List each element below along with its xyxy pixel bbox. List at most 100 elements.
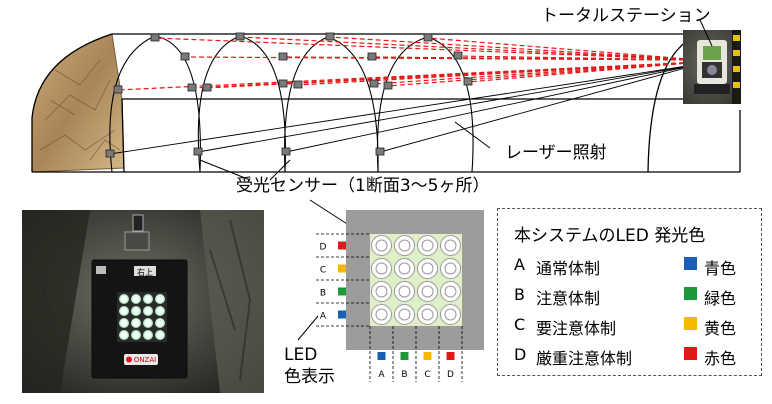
row-color-indicator — [338, 242, 346, 250]
panel-led — [441, 282, 461, 302]
legend-swatch-yellow — [684, 317, 697, 330]
sensor — [368, 53, 376, 60]
column-letter: C — [424, 370, 430, 380]
legend-color-name: 緑色 — [704, 285, 736, 309]
sensor — [384, 82, 392, 89]
legend-status: B — [514, 285, 525, 304]
device-tag-text: 右上 — [137, 267, 153, 277]
device-led — [131, 330, 141, 340]
sensor — [106, 150, 114, 157]
legend-status-text: 要注意体制 — [536, 315, 616, 339]
device-led — [119, 318, 129, 328]
device-led — [155, 306, 165, 316]
led-display-label-line1: LED — [284, 347, 317, 364]
device-led — [143, 306, 153, 316]
column-color-indicator — [447, 352, 455, 360]
sensor — [326, 33, 334, 40]
device-led — [143, 294, 153, 304]
column-letter: B — [401, 370, 407, 380]
sensor — [282, 148, 290, 155]
legend-color-name: 青色 — [704, 255, 736, 279]
tunnel — [32, 20, 741, 240]
legend-status-text: 厳重注意体制 — [536, 345, 632, 369]
panel-led — [441, 305, 461, 325]
led-panel-diagram: D C B A A B C D — [298, 210, 484, 382]
device-led — [131, 318, 141, 328]
device-led — [119, 306, 129, 316]
legend-status: D — [514, 345, 526, 364]
legend-swatch-green — [684, 287, 697, 300]
sensor — [294, 81, 302, 88]
row-color-indicator — [338, 311, 346, 319]
sensor — [279, 53, 287, 60]
sensor — [236, 33, 244, 40]
row-letter: B — [320, 289, 326, 299]
sensor — [376, 148, 384, 155]
panel-led — [418, 282, 438, 302]
sensor — [370, 80, 378, 87]
led-color-legend: 本システムのLED 発光色 A 通常体制 青色 B 注意体制 緑色 C 要注意体… — [497, 208, 762, 376]
panel-led — [372, 259, 392, 279]
device-led — [119, 330, 129, 340]
total-station-label: トータルステーション — [541, 8, 711, 25]
device-led — [155, 330, 165, 340]
sensor — [114, 86, 122, 93]
device-led — [131, 294, 141, 304]
panel-led — [395, 259, 415, 279]
sensor — [454, 52, 462, 59]
column-color-indicator — [401, 352, 409, 360]
sensor — [464, 78, 472, 85]
column-letter: A — [378, 370, 385, 380]
legend-row-d: D 厳重注意体制 赤色 — [514, 343, 754, 365]
legend-color-name: 赤色 — [704, 345, 736, 369]
legend-row-a: A 通常体制 青色 — [514, 253, 754, 275]
legend-status: C — [514, 315, 525, 334]
legend-title: 本システムのLED 発光色 — [514, 221, 705, 246]
device-led — [143, 330, 153, 340]
sensor — [181, 53, 189, 60]
legend-swatch-red — [684, 347, 697, 360]
device-led — [119, 294, 129, 304]
sensor — [279, 80, 287, 87]
device-led — [155, 318, 165, 328]
sensor — [188, 84, 196, 91]
legend-status-text: 注意体制 — [536, 285, 600, 309]
panel-led — [395, 236, 415, 256]
led-display-label-line2: 色表示 — [284, 369, 335, 386]
sensor — [203, 84, 211, 91]
cross-section-2 — [198, 36, 285, 172]
sensor-label: 受光センサー（1断面3〜5ヶ所） — [236, 178, 489, 195]
device-brand-text: ONZAI — [134, 356, 156, 364]
device-led — [143, 318, 153, 328]
sensor — [424, 34, 432, 41]
row-letter: A — [320, 312, 327, 322]
row-letter: C — [320, 266, 326, 276]
row-letter: D — [320, 243, 327, 253]
total-station-photo — [683, 30, 741, 104]
panel-led — [418, 259, 438, 279]
sensor — [194, 148, 202, 155]
legend-status: A — [514, 255, 525, 274]
legend-swatch-blue — [684, 257, 697, 270]
column-color-indicator — [424, 352, 432, 360]
panel-led — [441, 259, 461, 279]
device-led — [155, 294, 165, 304]
legend-status-text: 通常体制 — [536, 255, 600, 279]
laser-beams — [118, 37, 700, 90]
panel-led — [418, 305, 438, 325]
column-letter: D — [447, 370, 454, 380]
row-color-indicator — [338, 288, 346, 296]
column-color-indicator — [378, 352, 386, 360]
panel-led — [418, 236, 438, 256]
panel-led — [395, 305, 415, 325]
panel-led — [395, 282, 415, 302]
device-led — [131, 306, 141, 316]
row-color-indicator — [338, 265, 346, 273]
panel-led — [372, 236, 392, 256]
panel-led — [372, 282, 392, 302]
legend-row-c: C 要注意体制 黄色 — [514, 313, 754, 335]
legend-color-name: 黄色 — [704, 315, 736, 339]
panel-led — [372, 305, 392, 325]
legend-row-b: B 注意体制 緑色 — [514, 283, 754, 305]
laser-label: レーザー照射 — [505, 145, 607, 162]
